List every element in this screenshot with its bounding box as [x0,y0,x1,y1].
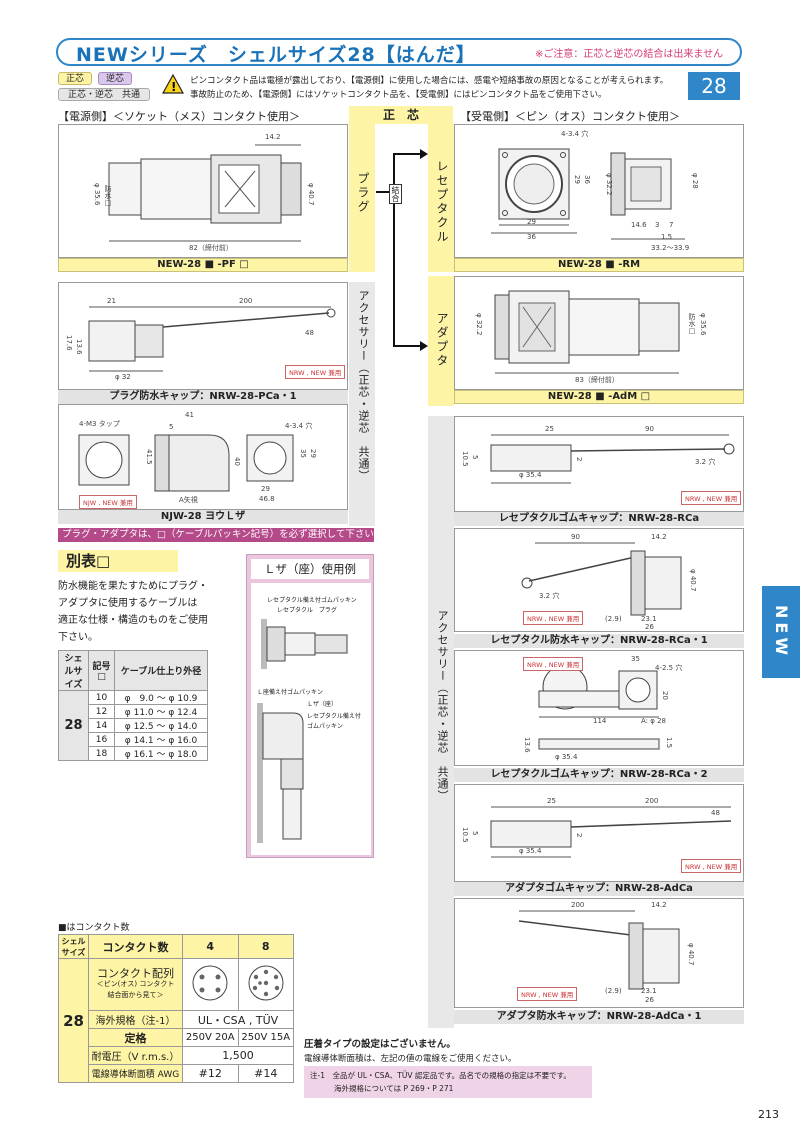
rcap3-drawing: 35 4-2.5 穴 20 114 A: φ 28 13.6 1.5 φ 35.… [454,650,744,766]
receptacle-label: NEW-28 ■ -RM [454,258,744,272]
plug-band [349,124,375,272]
svg-text:!: ! [171,80,176,94]
shell-size-box: 28 [688,72,740,100]
wire-note: 電線導体断面積は、左記の値の電線をご使用ください。 [304,1054,517,1064]
contact-arrangement-8-icon [248,965,284,1001]
header-frame [56,38,742,66]
receptacle-band [428,124,454,272]
warning-line-1: ピンコンタクト品は電極が露出しており、【電源側】に使用した場合には、感電や短絡事… [190,76,669,86]
center-label: 正 芯 [349,106,453,124]
power-side-heading: 【電源側】＜ソケット（メス）コンタクト使用＞ [58,110,300,123]
plug-drawing: 14.2 φ 35.6 防水□ φ 40.7 82（締付前） [58,124,348,258]
rcap1-drawing: 25 90 10.5 5 2 3.2 穴 φ 35.4 NRW , NEW 兼用 [454,416,744,512]
beppyo-title: 別表□ [58,550,178,572]
plug-cap-drawing: 21 200 48 17.6 13.6 φ 32 NRW , NEW 兼用 [58,282,348,390]
plug-vertical-label: プラグ [356,172,370,214]
ketsugo-label: 結合 [389,184,402,204]
acap1-drawing: 25 200 48 10.5 5 2 φ 35.4 NRW , NEW 兼用 [454,784,744,882]
side-tab-new: NEW [762,586,800,678]
contact-caption: ■はコンタクト数 [58,923,130,933]
adapter-vertical-label: アダプタ [435,312,449,368]
lza-panel: Ｌザ（座）使用例 レセプタクル備え付ゴムパッキン レセプタクル プラグ Ｌ座備え… [246,554,374,858]
acap2-label: アダプタ防水キャップ：NRW-28-AdCa・1 [454,1010,744,1024]
receptacle-drawing: 4-3.4 穴 φ 32.2 φ 28 29 36 29 36 14.6 3 7… [454,124,744,258]
acap2-drawing: 200 14.2 φ 40.7 (2.9) 23.1 26 NRW , NEW … [454,898,744,1008]
tag-gyakushin: 逆芯 [98,72,132,85]
connection-arrows [376,149,428,351]
warning-icon: ! [161,73,185,94]
adapter-drawing: φ 32.2 防水□ φ 35.6 83（締付前） [454,276,744,390]
receive-side-heading: 【受電側】＜ピン（オス）コンタクト使用＞ [460,110,680,123]
lza-title: Ｌザ（座）使用例 [251,559,369,579]
page-title: NEWシリーズ シェルサイズ28【はんだ】 [76,44,476,66]
standard-note: 注-1 全品が UL・CSA、TÜV 認定品です。品名での規格の指定は不要です。… [304,1066,592,1098]
page-number: 213 [758,1108,779,1121]
rcap2-drawing: 90 14.2 φ 40.7 3.2 穴 (2.9) 23.1 26 NRW ,… [454,528,744,632]
accessory-left-label: アクセサリー（正芯・逆芯 共通） [357,290,370,482]
rcap1-label: レセプタクルゴムキャップ：NRW-28-RCa [454,512,744,526]
accessory-left-band [349,282,375,526]
plug-cap-label: プラグ防水キャップ：NRW-28-PCa・1 [58,390,348,404]
accessory-right-band [428,416,454,1028]
accessory-right-label: アクセサリー（正芯・逆芯 共通） [436,610,449,802]
warning-line-2: 事故防止のため、【電源側】にはソケットコンタクト品を、【受電側】にはピンコンタク… [190,90,607,100]
beppyo-text: 防水機能を果たすためにプラグ・アダプタに使用するケーブルは適正な仕様・構造のもの… [58,581,208,643]
njw-label: NJW-28 ヨウＬザ [58,510,348,524]
receptacle-vertical-label: レセプタクル [435,160,449,244]
rcap3-label: レセプタクルゴムキャップ：NRW-28-RCa・2 [454,768,744,782]
header-note: ※ご注意：正芯と逆芯の結合は出来ません [535,49,724,60]
crimp-note: 圧着タイプの設定はございません。 [304,1039,456,1050]
njw-drawing: 4-M3 タップ 41 5 40 41.5 A矢視 4-3.4 穴 29 46.… [58,404,348,510]
rcap2-label: レセプタクル防水キャップ：NRW-28-RCa・1 [454,634,744,648]
contact-arrangement-4-icon [192,965,228,1001]
contact-table: シェルサイズ コンタクト数 4 8 28 コンタクト配列＜ピン(オス) コンタク… [58,934,294,1083]
select-note: プラグ・アダプタは、□（ケーブルパッキン記号）を必ず選択して下さい [58,528,374,542]
tag-seishin: 正芯 [58,72,92,85]
adapter-label: NEW-28 ■ -AdM □ [454,390,744,404]
adapter-band [428,276,454,406]
tag-common: 正芯・逆芯 共通 [58,88,150,101]
plug-label: NEW-28 ■ -PF □ [58,258,348,272]
acap1-label: アダプタゴムキャップ：NRW-28-AdCa [454,882,744,896]
